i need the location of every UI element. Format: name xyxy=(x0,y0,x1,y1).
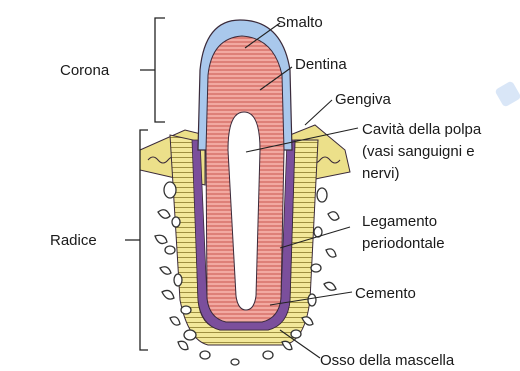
label-cavita-sub: (vasi sanguigni e xyxy=(362,142,475,161)
label-corona: Corona xyxy=(60,61,109,80)
label-smalto: Smalto xyxy=(276,13,323,32)
label-radice: Radice xyxy=(50,231,97,250)
label-legamento: Legamento xyxy=(362,212,437,231)
corona-bracket xyxy=(140,18,165,122)
label-dentina: Dentina xyxy=(295,55,347,74)
label-osso: Osso della mascella xyxy=(320,351,454,370)
label-legamento-sub: periodontale xyxy=(362,234,445,253)
label-gengiva: Gengiva xyxy=(335,90,391,109)
label-cavita-sub2: nervi) xyxy=(362,164,400,183)
label-cavita: Cavità della polpa xyxy=(362,120,481,139)
label-cemento: Cemento xyxy=(355,284,416,303)
